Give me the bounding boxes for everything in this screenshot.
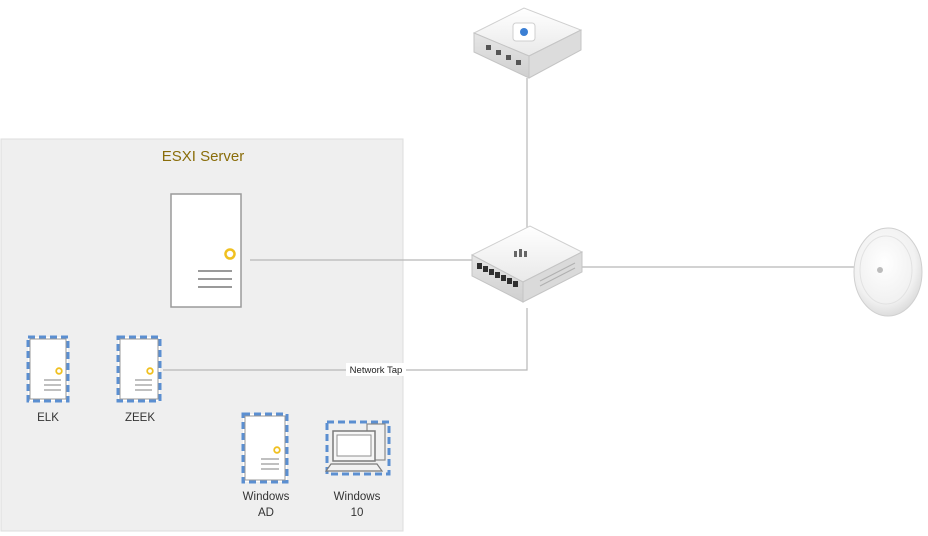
network-links	[163, 78, 856, 371]
host-vent-lines	[198, 270, 232, 288]
vm-windows-10-frame	[325, 420, 391, 476]
wireless-access-point	[853, 227, 923, 317]
vm-windows-ad-label-line1: Windows	[243, 491, 290, 503]
network-tap-label-bg	[346, 363, 406, 376]
esxi-zone-title: ESXI Server	[162, 148, 245, 165]
router-logo-icon	[520, 28, 528, 36]
router-side-face	[528, 29, 582, 79]
router-port-icons	[486, 45, 521, 65]
esxi-host-server	[170, 193, 242, 308]
vm-zeek-label: ZEEK	[125, 412, 155, 424]
router-gateway-device	[472, 7, 583, 79]
vm-windows-ad-label-line2: AD	[258, 507, 274, 519]
workstation-keyboard	[324, 463, 384, 472]
switch-port-icons	[477, 263, 518, 287]
link-network-tap	[163, 308, 528, 371]
switch-side-face	[522, 251, 583, 303]
vm-elk-label: ELK	[37, 412, 59, 424]
vm-zeek-power-icon	[146, 367, 154, 375]
host-power-icon	[224, 248, 236, 260]
network-tap-label-group: Network Tap	[346, 363, 406, 376]
vm-windows-ad: Windows AD	[241, 412, 290, 519]
workstation-screen	[336, 434, 372, 457]
vm-elk-power-icon	[55, 367, 63, 375]
vm-windows-10-label-line2: 10	[351, 507, 364, 519]
switch-logo-icon	[514, 249, 527, 257]
access-point-inner-ring	[859, 235, 913, 305]
network-tap-label: Network Tap	[350, 365, 403, 376]
switch-vent-lines	[539, 262, 576, 287]
vm-windows-10: Windows 10	[324, 420, 391, 519]
access-point-logo-icon	[877, 267, 883, 273]
vm-windows-10-label-line1: Windows	[334, 491, 381, 503]
vm-windows-ad-power-icon	[273, 446, 281, 454]
vm-zeek: ZEEK	[116, 335, 162, 424]
vm-elk: ELK	[26, 335, 70, 424]
network-switch-device	[470, 225, 584, 303]
